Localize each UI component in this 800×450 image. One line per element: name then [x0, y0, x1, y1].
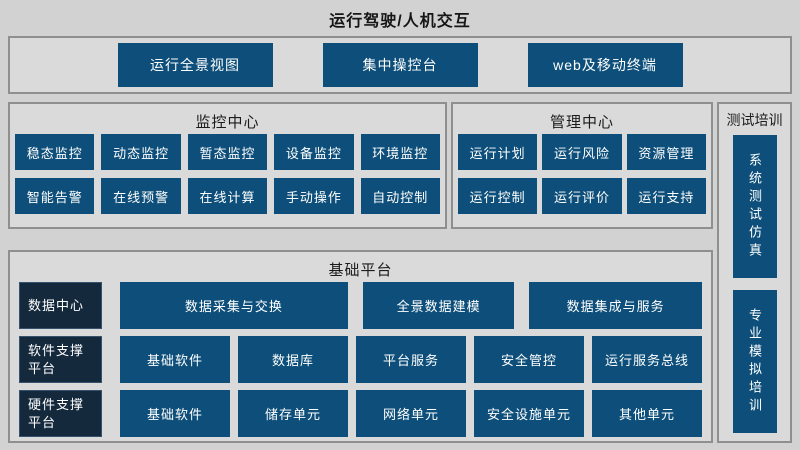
button-panorama-data-modeling[interactable]: 全景数据建模	[362, 282, 515, 329]
monitoring-center-section: 监控中心 稳态监控 动态监控 暂态监控 设备监控 环境监控 智能告警 在线预警 …	[8, 102, 447, 229]
button-security-control[interactable]: 安全管控	[474, 336, 584, 383]
top-interaction-section: 运行全景视图 集中操控台 web及移动终端	[8, 36, 792, 94]
monitoring-center-title: 监控中心	[195, 114, 260, 131]
monitoring-grid: 稳态监控 动态监控 暂态监控 设备监控 环境监控 智能告警 在线预警 在线计算 …	[10, 131, 445, 214]
label-hardware-support-platform: 硬件支撑平台	[19, 390, 102, 437]
button-network-unit[interactable]: 网络单元	[356, 390, 466, 437]
button-transient-monitoring[interactable]: 暂态监控	[187, 134, 268, 170]
button-other-unit[interactable]: 其他单元	[592, 390, 702, 437]
button-operation-service-bus[interactable]: 运行服务总线	[592, 336, 702, 383]
button-operation-plan[interactable]: 运行计划	[458, 134, 538, 170]
platform-row-hardware-support: 硬件支撑平台 基础软件 储存单元 网络单元 安全设施单元 其他单元	[19, 390, 702, 437]
management-center-section: 管理中心 运行计划 运行风险 资源管理 运行控制 运行评价 运行支持	[451, 102, 713, 229]
button-storage-unit[interactable]: 储存单元	[238, 390, 348, 437]
button-dynamic-monitoring[interactable]: 动态监控	[101, 134, 181, 170]
button-web-mobile-terminal[interactable]: web及移动终端	[527, 43, 683, 87]
button-equipment-monitoring[interactable]: 设备监控	[274, 134, 354, 170]
button-database[interactable]: 数据库	[238, 336, 348, 383]
button-operation-control[interactable]: 运行控制	[458, 178, 538, 214]
button-operation-evaluation[interactable]: 运行评价	[542, 178, 622, 214]
button-online-calculation[interactable]: 在线计算	[187, 178, 268, 214]
button-data-integration-services[interactable]: 数据集成与服务	[529, 282, 702, 329]
platform-row-data-center: 数据中心 数据采集与交换 全景数据建模 数据集成与服务	[19, 282, 702, 329]
button-resource-management[interactable]: 资源管理	[626, 134, 706, 170]
button-platform-services[interactable]: 平台服务	[356, 336, 466, 383]
software-support-buttons: 基础软件 数据库 平台服务 安全管控 运行服务总线	[120, 336, 702, 383]
test-training-title: 测试培训	[726, 112, 783, 128]
basic-platform-title: 基础平台	[328, 262, 393, 279]
button-security-facility-unit[interactable]: 安全设施单元	[474, 390, 584, 437]
button-manual-operation[interactable]: 手动操作	[274, 178, 354, 214]
button-online-early-warning[interactable]: 在线预警	[101, 178, 181, 214]
button-professional-simulation-training[interactable]: 专业模拟培训	[732, 290, 777, 433]
platform-row-software-support: 软件支撑平台 基础软件 数据库 平台服务 安全管控 运行服务总线	[19, 336, 702, 383]
button-panorama-view[interactable]: 运行全景视图	[117, 43, 273, 87]
button-intelligent-alarm[interactable]: 智能告警	[15, 178, 95, 214]
hardware-support-buttons: 基础软件 储存单元 网络单元 安全设施单元 其他单元	[120, 390, 702, 437]
management-center-title: 管理中心	[549, 114, 614, 131]
button-operation-support[interactable]: 运行支持	[626, 178, 706, 214]
label-data-center: 数据中心	[19, 282, 102, 329]
test-training-section: 测试培训 系统测试仿真 专业模拟培训	[717, 102, 792, 443]
basic-platform-section: 基础平台 数据中心 数据采集与交换 全景数据建模 数据集成与服务 软件支撑平台 …	[8, 250, 713, 443]
button-environment-monitoring[interactable]: 环境监控	[360, 134, 440, 170]
button-basic-software-hw[interactable]: 基础软件	[120, 390, 230, 437]
management-grid: 运行计划 运行风险 资源管理 运行控制 运行评价 运行支持	[453, 131, 711, 214]
button-basic-software-sw[interactable]: 基础软件	[120, 336, 230, 383]
platform-rows: 数据中心 数据采集与交换 全景数据建模 数据集成与服务 软件支撑平台 基础软件 …	[10, 279, 711, 437]
button-automatic-control[interactable]: 自动控制	[360, 178, 440, 214]
button-system-test-simulation[interactable]: 系统测试仿真	[732, 135, 777, 278]
button-steady-state-monitoring[interactable]: 稳态监控	[15, 134, 95, 170]
data-center-buttons: 数据采集与交换 全景数据建模 数据集成与服务	[120, 282, 702, 329]
page-title: 运行驾驶/人机交互	[329, 13, 471, 30]
button-operation-risk[interactable]: 运行风险	[542, 134, 622, 170]
button-data-collection-exchange[interactable]: 数据采集与交换	[120, 282, 348, 329]
button-central-console[interactable]: 集中操控台	[322, 43, 478, 87]
label-software-support-platform: 软件支撑平台	[19, 336, 102, 383]
